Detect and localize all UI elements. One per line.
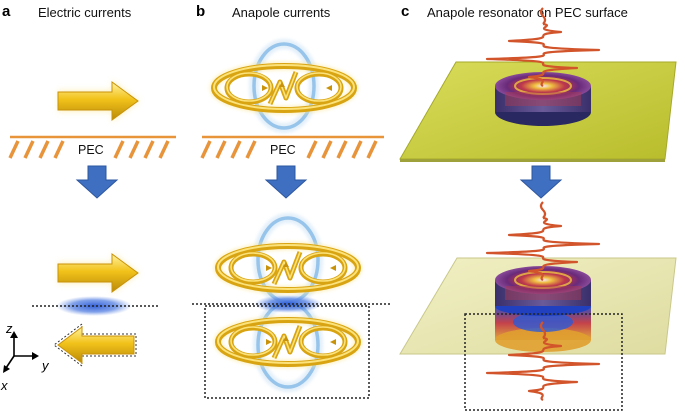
panel-b-title: Anapole currents — [232, 5, 331, 20]
axis-z-label: z — [5, 321, 13, 336]
pec-label-b: PEC — [270, 143, 296, 157]
image-region-box-c — [464, 313, 623, 411]
down-arrow-b — [265, 165, 307, 199]
electric-current-arrow-top — [57, 80, 140, 122]
panel-c-letter: c — [401, 3, 409, 20]
panel-b: b Anapole currents PEC — [192, 3, 390, 399]
image-region-box-b — [204, 305, 370, 399]
panel-b-letter: b — [196, 3, 205, 20]
disk-resonator-pair — [495, 266, 591, 352]
down-arrow-c — [520, 165, 562, 199]
pec-label-a: PEC — [78, 143, 104, 157]
panel-a: a Electric currents PEC — [0, 3, 176, 393]
axis-x-label: x — [0, 378, 8, 393]
panel-c-title: Anapole resonator on PEC surface — [427, 5, 628, 20]
electric-current-arrow-mirror — [57, 252, 140, 294]
disk-resonator-top — [495, 72, 591, 126]
anapole-toroid-pair — [218, 218, 358, 387]
axis-y-label: y — [41, 358, 50, 373]
pec-surface-a: PEC — [8, 135, 176, 159]
pec-surface-b: PEC — [200, 135, 384, 159]
coordinate-axes: z y x — [0, 321, 50, 393]
panel-a-title: Electric currents — [38, 5, 132, 20]
image-current-arrow — [53, 323, 137, 367]
anapole-toroid-top — [214, 44, 354, 128]
panel-c: c Anapole resonator on PEC surface — [399, 3, 677, 411]
down-arrow-a — [76, 165, 118, 199]
panel-a-letter: a — [2, 3, 11, 20]
